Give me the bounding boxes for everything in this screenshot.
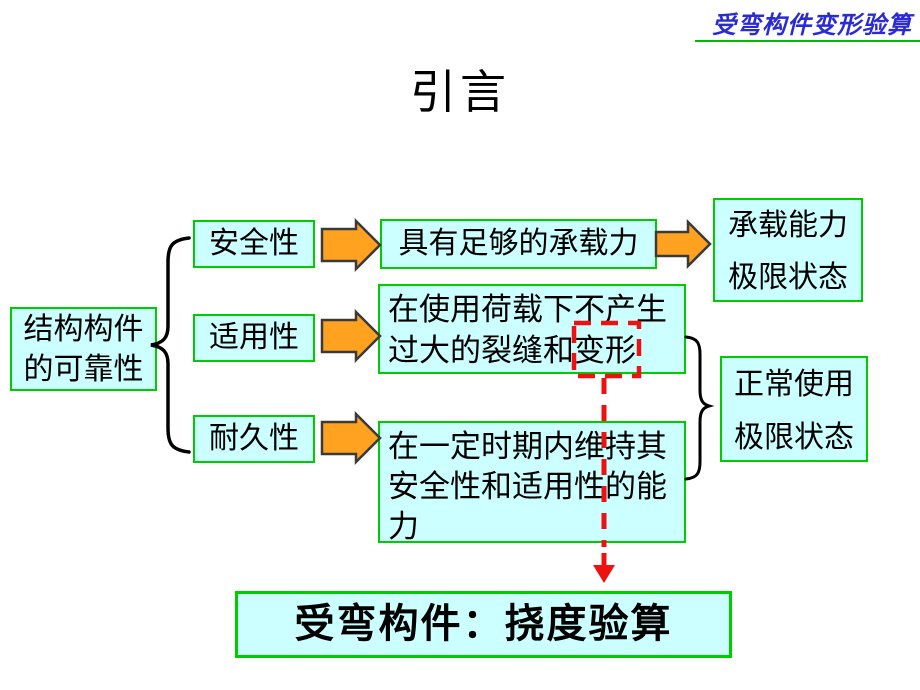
ultimate-limit-state-box: 承载能力 极限状态 (713, 198, 863, 302)
page-title: 引言 (410, 67, 510, 118)
capacity-arrow-icon (654, 218, 712, 270)
capacity-desc-box: 具有足够的承载力 (380, 219, 657, 269)
durability-box: 耐久性 (193, 415, 315, 463)
header-underline (695, 40, 920, 42)
down-arrow-icon (593, 565, 615, 583)
durability-arrow-icon (320, 410, 382, 466)
maintain-ability-desc-box: 在一定时期内维持其 安全性和适用性的能 力 (378, 421, 686, 544)
safety-arrow-icon (320, 217, 382, 273)
serviceability-box: 适用性 (193, 314, 315, 362)
reliability-box: 结构构件 的可靠性 (10, 307, 157, 391)
right-brace (684, 335, 715, 481)
serviceability-limit-state-box: 正常使用 极限状态 (720, 356, 868, 462)
slide-header-title: 受弯构件变形验算 (712, 13, 912, 39)
crack-deformation-desc-box: 在使用荷载下不产生 过大的裂缝和变形 (378, 284, 686, 374)
conclusion-box: 受弯构件：挠度验算 (235, 591, 732, 658)
safety-box: 安全性 (193, 220, 315, 268)
serviceability-arrow-icon (320, 308, 382, 364)
